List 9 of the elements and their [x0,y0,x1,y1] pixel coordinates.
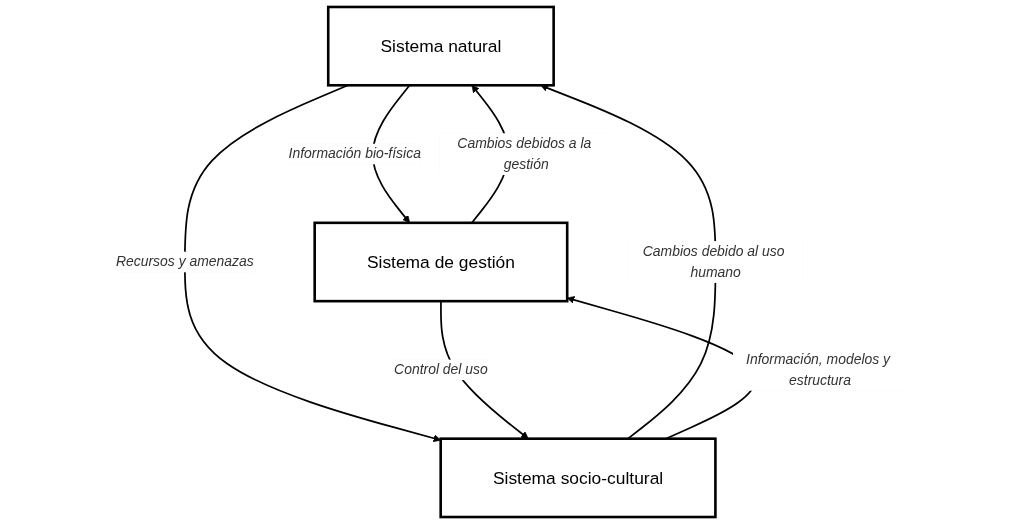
edge-label: Control del uso [394,362,489,377]
edge-label: Recursos y amenazas [116,254,255,269]
edge-label: Información, modelos y estructura [746,351,891,388]
edge-label: Información bio-física [288,146,422,162]
edge-label: Cambios debidos a la gestión [457,135,592,172]
edge-label: Cambios debido al uso humano [643,243,785,280]
node-box: Sistema socio-cultural [439,437,718,519]
node-box: Sistema natural [327,5,556,87]
node-box: Sistema de gestión [313,221,569,303]
